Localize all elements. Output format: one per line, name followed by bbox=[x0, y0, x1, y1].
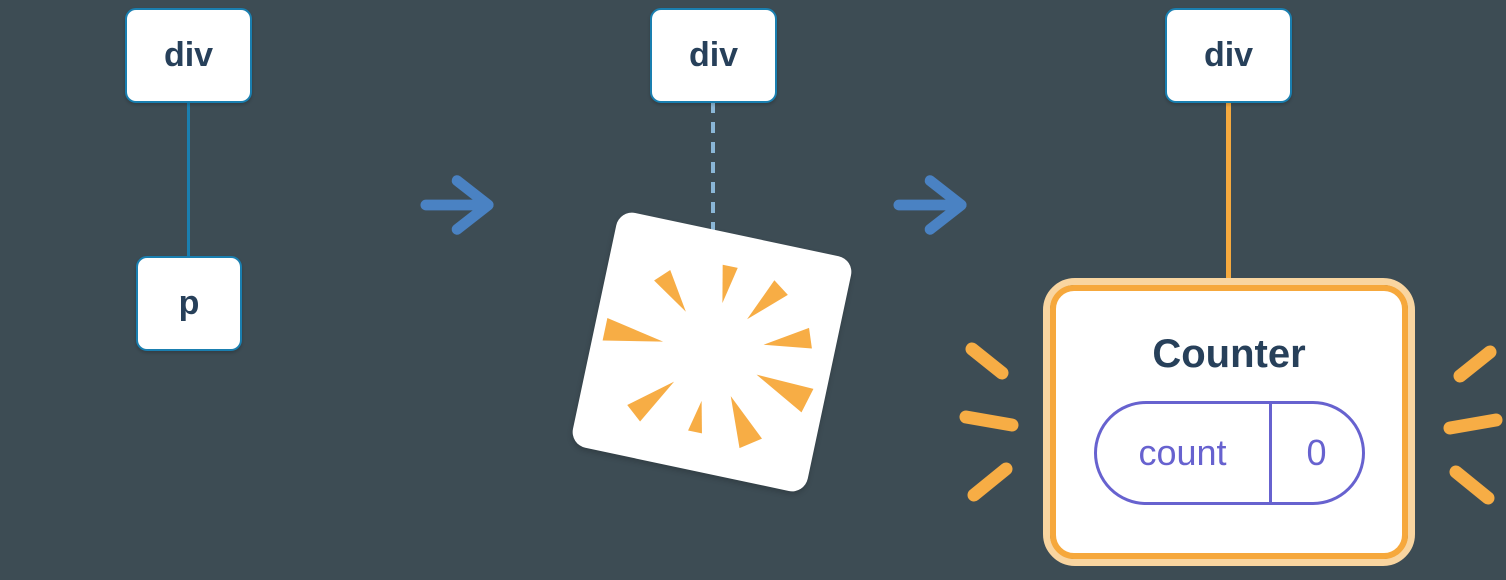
edge-dashed-div-to-poof bbox=[711, 102, 715, 234]
edge-div-to-counter bbox=[1226, 100, 1231, 288]
node-label: div bbox=[1203, 36, 1254, 74]
node-label: div bbox=[163, 36, 214, 74]
state-key: count bbox=[1138, 432, 1227, 473]
poof-card bbox=[569, 209, 855, 495]
state-pill: count 0 bbox=[1093, 401, 1365, 505]
sparkle-dashes-left-icon bbox=[959, 342, 1019, 502]
counter-component-highlight: Counter count 0 bbox=[1043, 278, 1415, 566]
poof-burst-icon bbox=[602, 264, 814, 449]
node-div-after: div bbox=[1165, 8, 1292, 103]
node-p: p bbox=[136, 256, 242, 351]
sparkle-dashes-right-icon bbox=[1443, 345, 1503, 505]
edge-div-to-p bbox=[187, 100, 190, 258]
node-label: p bbox=[178, 284, 200, 322]
counter-title: Counter bbox=[1152, 332, 1306, 376]
right-arrow-icon bbox=[893, 175, 967, 235]
node-div-during: div bbox=[650, 8, 777, 103]
counter-component-card: Counter count 0 bbox=[1050, 285, 1408, 559]
node-div-before: div bbox=[125, 8, 252, 103]
right-arrow-icon bbox=[420, 175, 494, 235]
state-value: 0 bbox=[1268, 404, 1362, 502]
node-label: div bbox=[688, 36, 739, 74]
